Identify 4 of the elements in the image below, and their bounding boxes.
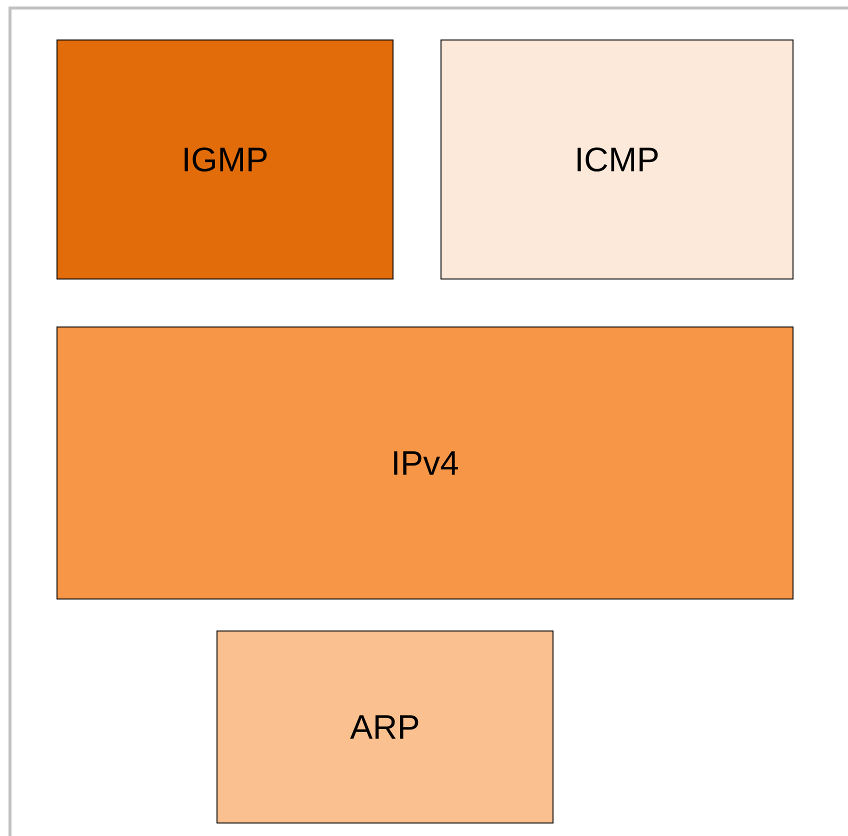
- protocol-box: ICMP: [440, 40, 794, 280]
- protocol-box: IGMP: [56, 40, 394, 280]
- protocol-box: IPv4: [56, 326, 794, 600]
- protocol-box: ARP: [216, 630, 554, 824]
